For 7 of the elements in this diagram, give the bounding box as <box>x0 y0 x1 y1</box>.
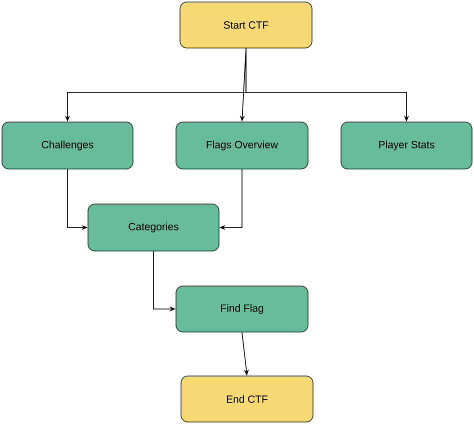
terminal-box: Start CTF <box>180 2 312 48</box>
process-box: Categories <box>88 204 220 252</box>
process-box: Player Stats <box>340 122 472 170</box>
process-box: Flags Overview <box>176 122 308 170</box>
process-box: Challenges <box>2 122 134 170</box>
process-box: Find Flag <box>176 286 308 332</box>
terminal-box: End CTF <box>180 376 314 422</box>
